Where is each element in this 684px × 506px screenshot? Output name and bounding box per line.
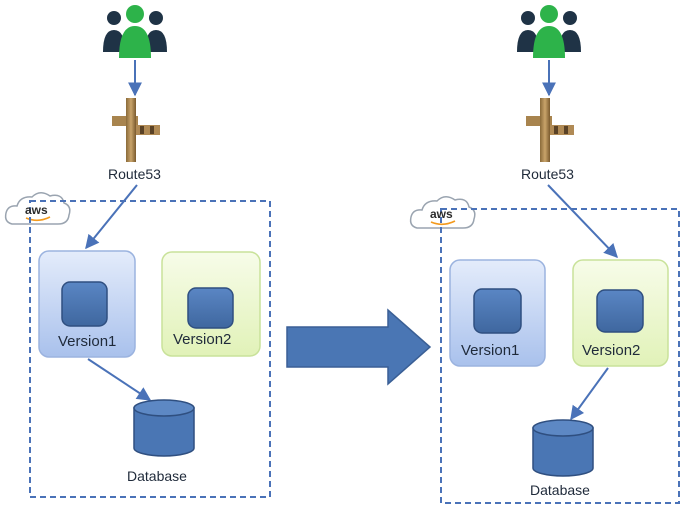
version1-label: Version1 [461,342,520,359]
version1-label: Version1 [58,333,117,350]
database-label: Database [530,482,590,498]
users-icon [517,5,581,58]
route53-icon [526,98,574,162]
aws-cloud-label: aws [430,207,453,221]
database-icon [532,419,594,477]
aws-boundary [440,208,680,504]
route53-to-version2-arrow [547,184,618,259]
route53-to-version1-arrow [85,184,138,250]
version2-to-database-arrow [570,367,609,421]
aws-boundary [29,200,271,498]
aws-cloud-icon [409,196,476,229]
server-icon [187,287,234,329]
server-icon [473,288,522,334]
server-icon [61,281,108,327]
version2-label: Version2 [582,342,641,359]
route53-label: Route53 [521,166,574,182]
aws-cloud-label: aws [25,203,48,217]
users-icon [103,5,167,58]
version2-label: Version2 [173,331,232,348]
version1-to-database-arrow [87,358,152,401]
database-label: Database [127,468,187,484]
server-icon [596,289,644,333]
transition-arrow [286,308,432,386]
database-icon [133,399,195,457]
route53-icon [112,98,160,162]
route53-label: Route53 [108,166,161,182]
